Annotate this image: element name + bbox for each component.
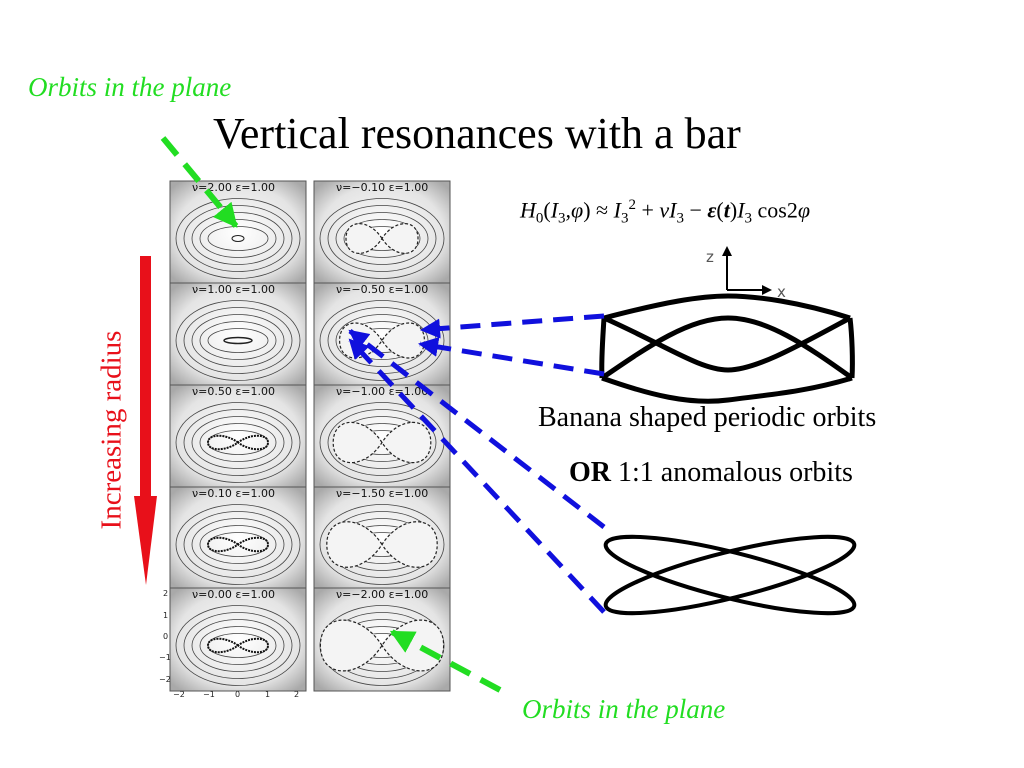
increasing-radius-arrow [134,256,157,585]
axes-icon: z x [706,246,786,301]
z-axis-label: z [706,248,714,266]
x-axis-label: x [777,283,786,301]
y-tick-label: −1 [159,653,171,662]
panel-parameter-label: ν=0.50 ε=1.00 [192,385,275,398]
contour-panel: ν=0.10 ε=1.00 [169,486,307,591]
x-tick-label: −2 [173,690,185,699]
contour-panel: ν=−1.50 ε=1.00 [313,486,451,591]
x-tick-label: −1 [203,690,215,699]
caption-or: OR [569,457,611,488]
panel-parameter-label: ν=−1.00 ε=1.00 [336,385,428,398]
caption-anomalous-orbits: OR 1:1 anomalous orbits [569,457,853,489]
y-tick-label: 2 [163,589,168,598]
panel-parameter-label: ν=0.00 ε=1.00 [192,588,275,601]
caption-anomalous-text: 1:1 anomalous orbits [611,457,853,488]
y-tick-label: 0 [163,632,168,641]
contour-panel: ν=0.50 ε=1.00 [169,384,307,489]
x-tick-label: 0 [235,690,240,699]
note-orbits-in-plane-top: Orbits in the plane [28,72,232,102]
contour-panel: ν=−0.10 ε=1.00 [313,180,451,285]
contour-panel: ν=0.00 ε=1.00 [169,587,307,692]
contour-panel: ν=−0.50 ε=1.00 [313,282,451,387]
contour-panel: ν=−2.00 ε=1.00 [313,587,451,692]
x-axis-ticks: −2 −1 0 1 2 [173,690,299,699]
panel-parameter-label: ν=1.00 ε=1.00 [192,283,275,296]
slide-title: Vertical resonances with a bar [213,109,741,158]
panel-parameter-label: ν=−0.10 ε=1.00 [336,181,428,194]
panel-parameter-label: ν=−2.00 ε=1.00 [336,588,428,601]
contour-panel: ν=2.00 ε=1.00 [169,180,307,285]
y-tick-label: 1 [163,611,168,620]
y-tick-label: −2 [159,675,171,684]
panel-parameter-label: ν=0.10 ε=1.00 [192,487,275,500]
right-panel-column: ν=−0.10 ε=1.00 ν=−0.50 ε=1.00 ν=−1.00 ε=1.… [313,180,451,692]
x-tick-label: 1 [265,690,270,699]
panel-parameter-label: ν=2.00 ε=1.00 [192,181,275,194]
contour-panel: ν=1.00 ε=1.00 [169,282,307,387]
blue-dashed-arrows [348,313,606,614]
panel-parameter-label: ν=−1.50 ε=1.00 [336,487,428,500]
panel-parameter-label: ν=−0.50 ε=1.00 [336,283,428,296]
banana-orbit-figure [599,293,855,404]
left-panel-column: ν=2.00 ε=1.00 ν=1.00 ε=1.00 ν=0.50 ε=1.00 ν… [169,180,307,692]
caption-banana-orbits: Banana shaped periodic orbits [538,402,877,433]
note-orbits-in-plane-bottom: Orbits in the plane [522,694,726,724]
contour-panel: ν=−1.00 ε=1.00 [313,384,451,489]
y-axis-ticks: 2 1 0 −1 −2 [159,589,171,684]
green-dashed-arrows [160,136,502,693]
x-tick-label: 2 [294,690,299,699]
anomalous-orbit-figure [603,534,857,616]
hamiltonian-equation: H0(I3,φ) ≈ I32 + νI3 − ε(t)I3 cos2φ [520,197,811,227]
